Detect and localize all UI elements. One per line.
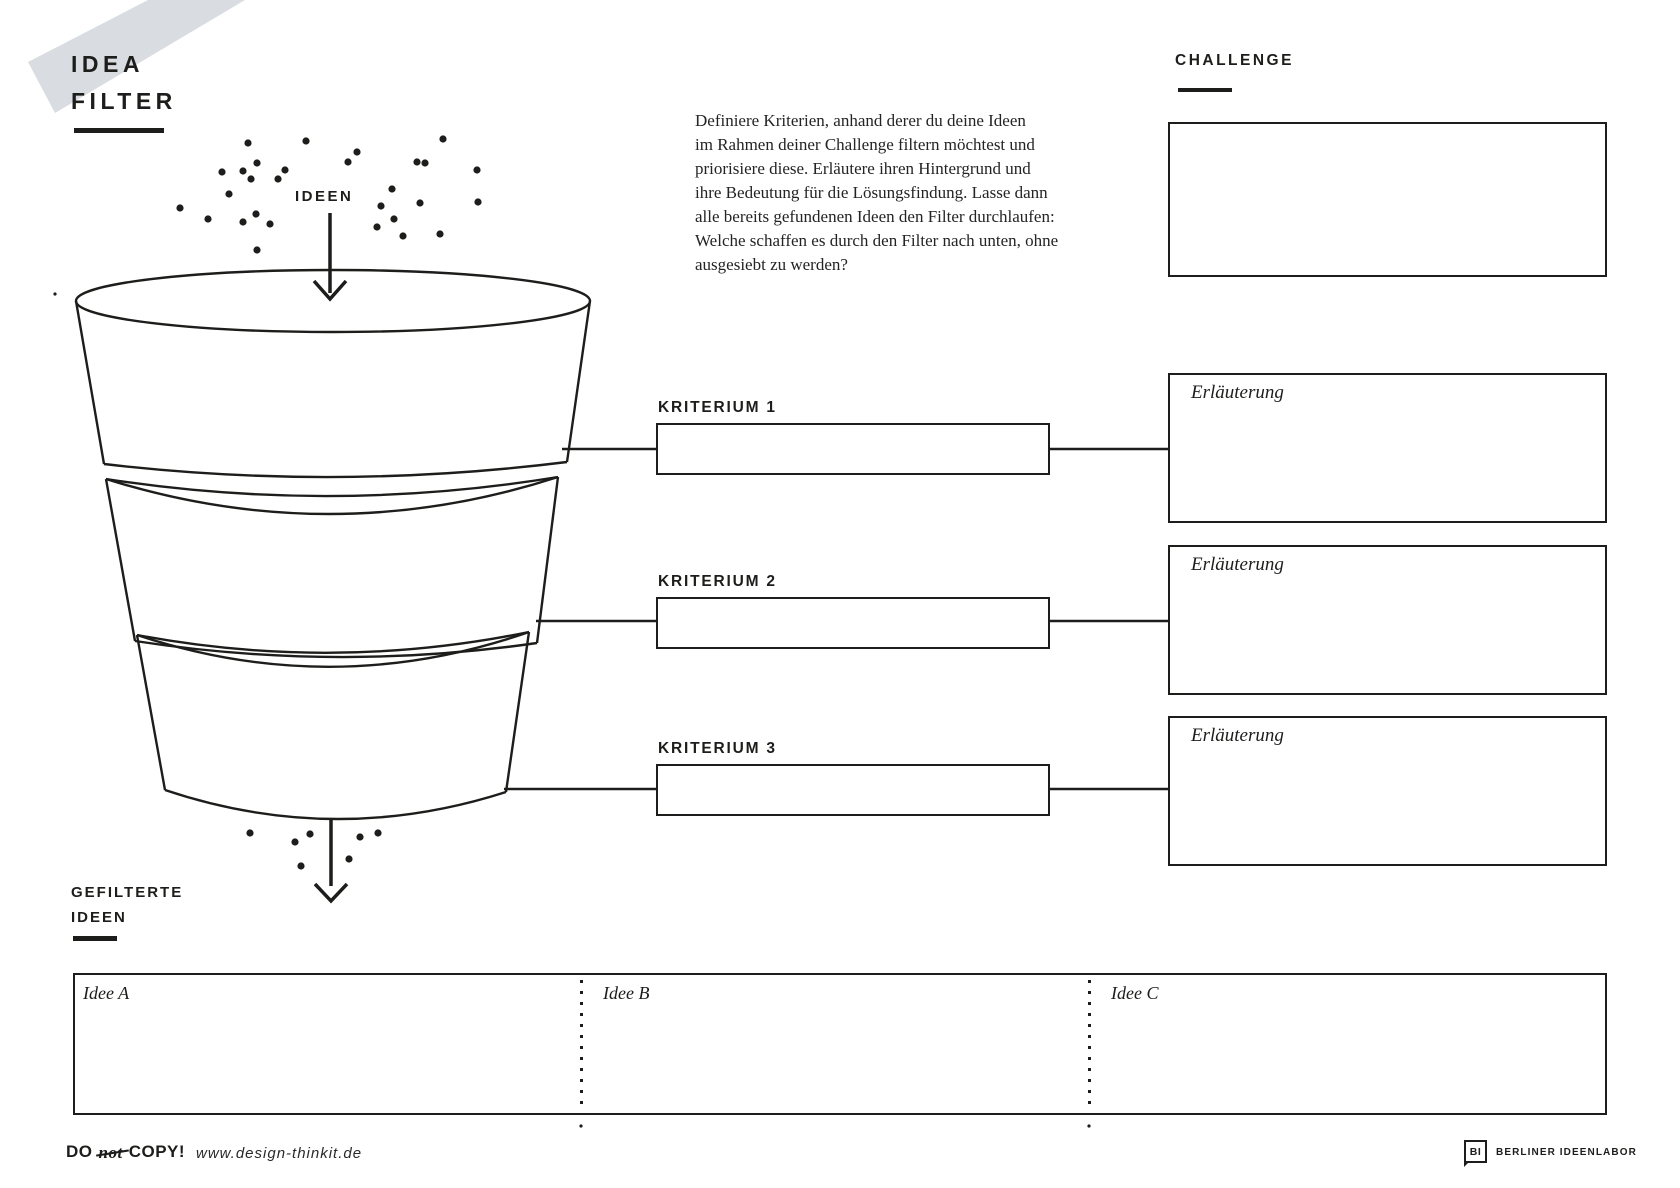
idee-b-area[interactable]: Idee B	[583, 975, 1088, 1112]
berliner-ideenlabor-name: BERLINER IDEENLABOR	[1496, 1147, 1637, 1158]
website-link[interactable]: www.design-thinkit.de	[196, 1145, 363, 1162]
kriterium-2-input-box[interactable]	[656, 597, 1050, 649]
kriterium-1-input-box[interactable]	[656, 423, 1050, 475]
gefilterte-underline	[73, 936, 117, 941]
erlaeuterung-2-label: Erläuterung	[1191, 554, 1284, 575]
corner-ribbon	[28, 0, 245, 113]
erlaeuterung-1-box[interactable]: Erläuterung	[1168, 373, 1607, 523]
idee-c-label: Idee C	[1111, 983, 1159, 1003]
kriterium-3-input-box[interactable]	[656, 764, 1050, 816]
challenge-heading: CHALLENGE	[1175, 52, 1294, 69]
idee-a-area[interactable]: Idee A	[75, 975, 580, 1112]
filtered-ideas-box: Idee A Idee B Idee C	[73, 973, 1607, 1115]
idea-dots-bottom	[246, 829, 382, 870]
erlaeuterung-3-box[interactable]: Erläuterung	[1168, 716, 1607, 866]
intro-paragraph: Definiere Kriterien, anhand derer du dei…	[695, 111, 1059, 274]
not-word-struck: not	[98, 1143, 123, 1162]
ideas-in-arrow	[312, 213, 348, 302]
idee-c-area[interactable]: Idee C	[1091, 975, 1604, 1112]
idee-b-label: Idee B	[603, 983, 650, 1003]
funnel-input-label: IDEEN	[295, 188, 354, 205]
logo-initials: BI	[1469, 1145, 1482, 1158]
idee-a-label: Idee A	[83, 983, 130, 1003]
title-underline	[74, 128, 164, 133]
idea-dots-top	[176, 135, 482, 254]
dotted-divider-1	[580, 980, 583, 1108]
funnel	[74, 268, 592, 821]
ideas-out-arrow	[313, 820, 349, 904]
berliner-ideenlabor-logo: BI	[1464, 1140, 1487, 1167]
challenge-underline	[1178, 88, 1232, 92]
kriterium-1-label: KRITERIUM 1	[658, 399, 777, 416]
erlaeuterung-3-label: Erläuterung	[1191, 725, 1284, 746]
divider-specks	[579, 1124, 1091, 1128]
dotted-divider-2	[1088, 980, 1091, 1108]
kriterium-3-label: KRITERIUM 3	[658, 740, 777, 757]
kriterium-2-label: KRITERIUM 2	[658, 573, 777, 590]
speck-dot	[53, 292, 57, 296]
page-title: IDEA FILTER	[71, 51, 177, 114]
copy-word: COPY!	[128, 1142, 186, 1161]
do-word: DO	[66, 1142, 93, 1161]
funnel-output-label: GEFILTERTE IDEEN	[71, 884, 184, 926]
challenge-input-box[interactable]	[1168, 122, 1607, 277]
erlaeuterung-1-label: Erläuterung	[1191, 382, 1284, 403]
do-not-copy-note: DO not COPY!	[66, 1142, 185, 1162]
erlaeuterung-2-box[interactable]: Erläuterung	[1168, 545, 1607, 695]
connector-lines	[504, 447, 1168, 791]
